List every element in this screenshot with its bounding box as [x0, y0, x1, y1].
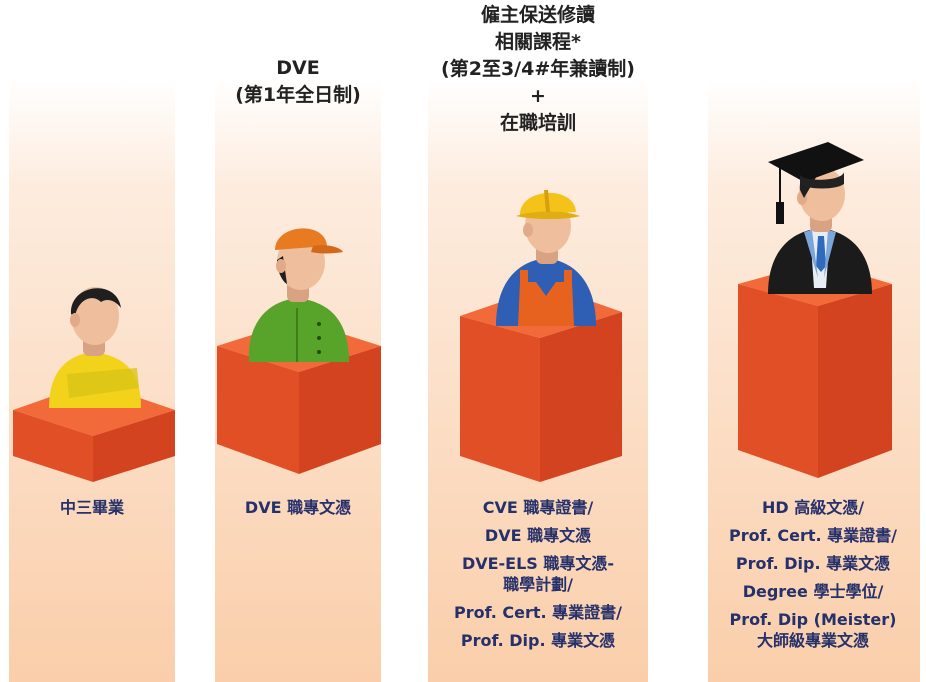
label-line: Degree 學士學位/ — [742, 582, 884, 601]
worker-hardhat-figure — [460, 189, 622, 482]
heading-line: 僱主保送修讀 — [480, 4, 595, 26]
heading-line: (第1年全日制) — [235, 84, 361, 106]
column-3-heading: 僱主保送修讀 相關課程* (第2至3/4#年兼讀制) + 在職培訓 — [410, 2, 666, 137]
worker-cap-figure — [217, 228, 381, 474]
column-2-label: DVE 職專文憑 — [205, 497, 391, 518]
label-line: Prof. Cert. 專業證書/ — [729, 526, 897, 545]
graduate-figure — [738, 142, 892, 478]
label-line: CVE 職專證書/ — [482, 498, 594, 517]
column-3-label: CVE 職專證書/ DVE 職專文憑 DVE-ELS 職專文憑- 職學計劃/ P… — [420, 497, 656, 651]
heading-line: DVE — [276, 57, 320, 79]
pedestal — [738, 262, 892, 478]
label-line: DVE 職專文憑 — [484, 526, 592, 545]
student-figure — [13, 287, 175, 482]
heading-line: 相關課程* — [495, 31, 581, 53]
label-line: 大師級專業文憑 — [756, 631, 869, 650]
label-line: 中三畢業 — [59, 498, 124, 517]
label-line: DVE-ELS 職專文憑- — [461, 554, 615, 573]
label-line: DVE 職專文憑 — [244, 498, 352, 517]
column-1-label: 中三畢業 — [9, 497, 175, 518]
heading-line: 在職培訓 — [499, 112, 576, 134]
column-4-label: HD 高級文憑/ Prof. Cert. 專業證書/ Prof. Dip. 專業… — [700, 497, 926, 651]
label-line: Prof. Dip. 專業文憑 — [460, 631, 616, 650]
label-line: Prof. Cert. 專業證書/ — [454, 603, 622, 622]
heading-line: (第2至3/4#年兼讀制) — [441, 58, 635, 80]
label-line: HD 高級文憑/ — [761, 498, 865, 517]
label-line: Prof. Dip. 專業文憑 — [735, 554, 891, 573]
label-line: Prof. Dip (Meister) — [729, 610, 897, 629]
column-2-heading: DVE (第1年全日制) — [200, 55, 396, 109]
label-line: 職學計劃/ — [503, 575, 573, 594]
heading-line: + — [530, 85, 546, 107]
pedestal — [13, 382, 175, 482]
